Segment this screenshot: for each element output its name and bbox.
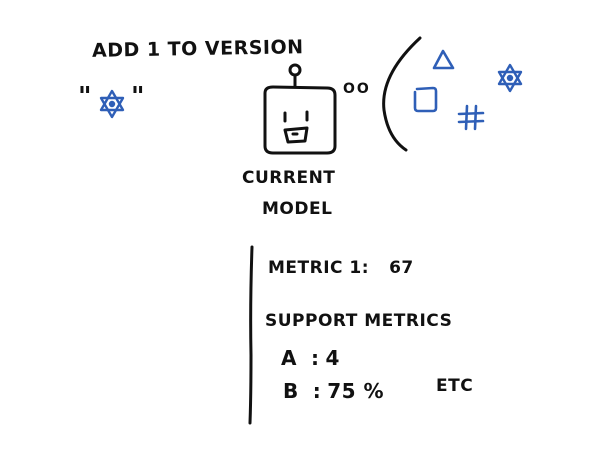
- thought-bubble-arc: [382, 36, 422, 152]
- square-icon: [413, 86, 438, 113]
- bubble-atom-star-icon: [497, 63, 523, 93]
- metric-b-colon: :: [312, 379, 322, 403]
- metric-b-row: B:75 %: [283, 381, 384, 401]
- metrics-divider-line: [248, 245, 254, 425]
- metric-a-row: A:4: [281, 348, 340, 368]
- quote-close: ": [131, 82, 146, 112]
- metric-a-colon: :: [310, 346, 320, 370]
- caption-model: MODEL: [262, 199, 333, 219]
- etc-text: ETC: [436, 376, 474, 396]
- triangle-icon: [432, 49, 455, 70]
- support-metrics-heading: SUPPORT METRICS: [265, 311, 453, 331]
- metric-a-key: A: [281, 346, 297, 370]
- metric-b-value: 75 %: [327, 379, 385, 403]
- input-atom-star-icon: [99, 89, 125, 119]
- thought-dots: oo: [343, 81, 371, 97]
- metric1-row: METRIC 1: 67: [268, 260, 414, 277]
- robot-icon: [263, 63, 337, 155]
- quote-open: ": [78, 82, 93, 112]
- caption-current: CURRENT: [242, 168, 336, 188]
- metric1-value: 67: [389, 258, 414, 278]
- metric-b-key: B: [283, 379, 299, 403]
- metric-a-value: 4: [325, 346, 340, 370]
- metric1-label: METRIC 1:: [268, 258, 370, 278]
- hash-icon: [457, 104, 485, 131]
